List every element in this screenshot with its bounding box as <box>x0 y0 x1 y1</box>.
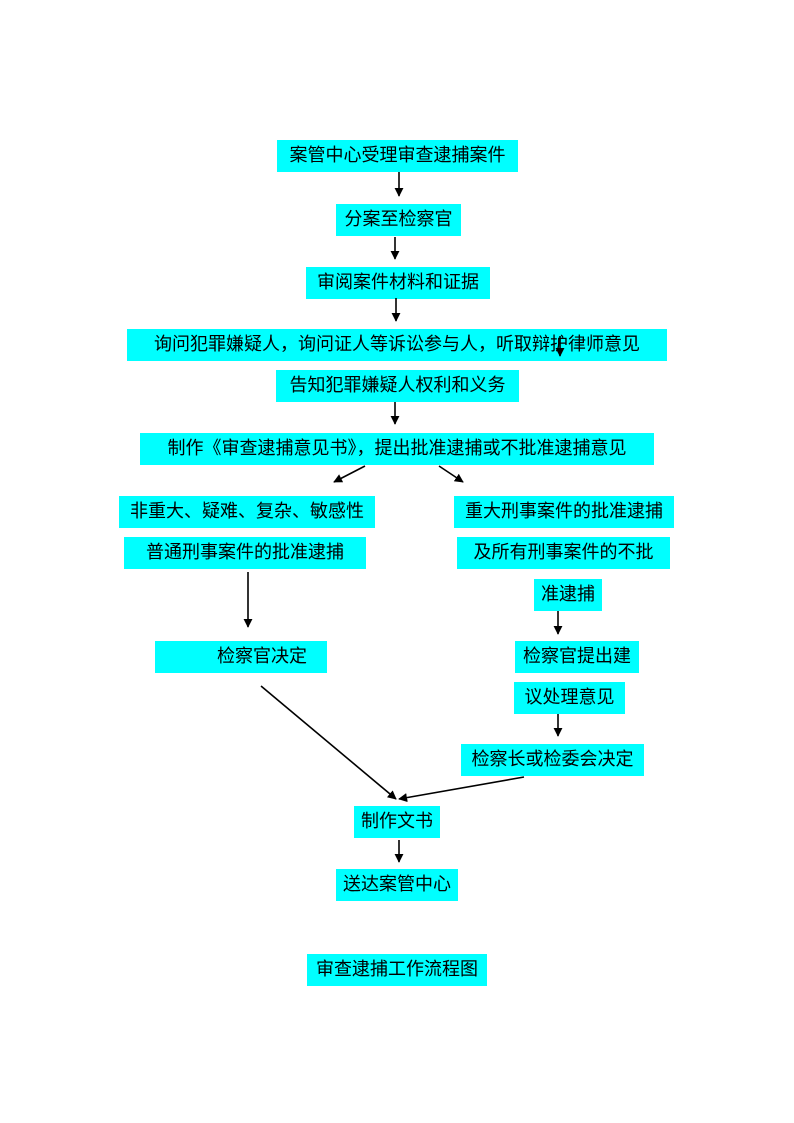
node-left-category-line1: 非重大、疑难、复杂、敏感性 <box>119 496 375 528</box>
node-prosecutor-proposal-line1: 检察官提出建 <box>515 641 639 673</box>
node-chief-decision: 检察长或检委会决定 <box>461 744 644 776</box>
node-case-acceptance: 案管中心受理审查逮捕案件 <box>277 140 518 172</box>
node-review-materials: 审阅案件材料和证据 <box>306 267 490 299</box>
node-inform-rights: 告知犯罪嫌疑人权利和义务 <box>276 370 519 402</box>
diagram-caption: 审查逮捕工作流程图 <box>307 954 487 986</box>
node-assign-prosecutor: 分案至检察官 <box>336 204 461 236</box>
arrow-decision-documents <box>260 685 397 800</box>
arrow-chief-documents <box>398 776 525 803</box>
node-prosecutor-decision: 检察官决定 <box>155 641 327 673</box>
node-right-category-line2: 及所有刑事案件的不批 <box>457 537 670 569</box>
node-prosecutor-proposal-line2: 议处理意见 <box>514 682 625 714</box>
node-left-category-line2: 普通刑事案件的批准逮捕 <box>124 537 366 569</box>
node-right-category-line1: 重大刑事案件的批准逮捕 <box>454 496 674 528</box>
arrow-6-right <box>438 465 464 483</box>
node-make-documents: 制作文书 <box>354 806 440 838</box>
node-interview: 询问犯罪嫌疑人，询问证人等诉讼参与人，听取辩护律师意见 <box>127 329 667 361</box>
arrow-6-left <box>333 465 366 483</box>
node-opinion-document: 制作《审查逮捕意见书》，提出批准逮捕或不批准逮捕意见 <box>140 433 654 465</box>
node-right-category-line3: 准逮捕 <box>534 579 602 611</box>
node-deliver: 送达案管中心 <box>336 869 458 901</box>
